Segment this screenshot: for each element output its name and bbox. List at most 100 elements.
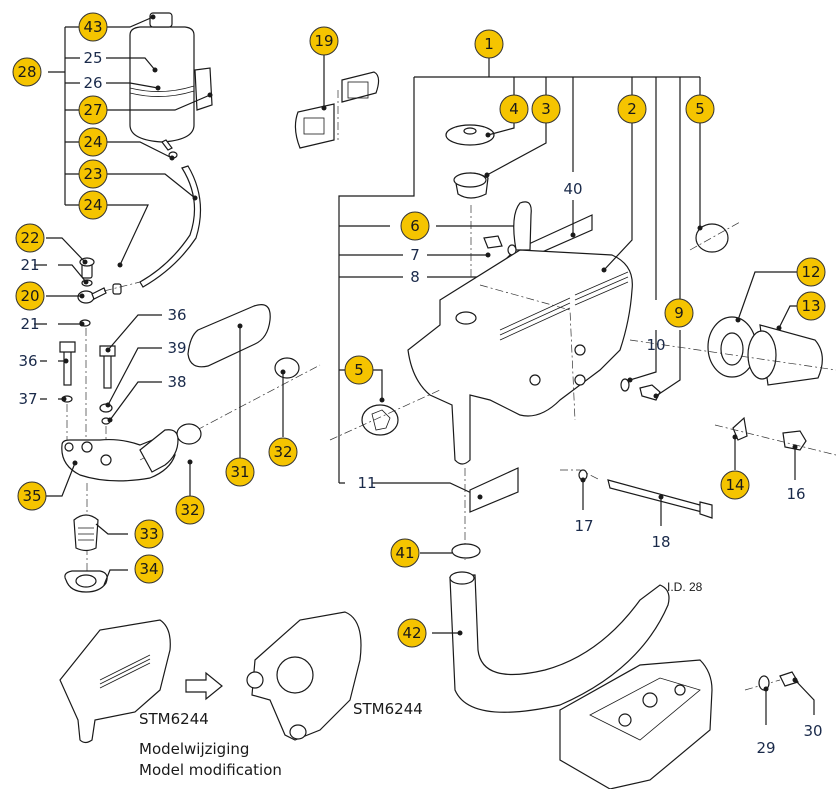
coolant-hose-42 bbox=[449, 574, 670, 713]
svg-text:4: 4 bbox=[509, 100, 519, 118]
label-7[interactable]: 7 bbox=[410, 246, 420, 264]
callout-13[interactable]: 13 bbox=[796, 291, 826, 321]
lifting-eye bbox=[513, 201, 532, 251]
label-21-lower[interactable]: 21 bbox=[20, 315, 39, 333]
callout-24-lower[interactable]: 24 bbox=[78, 190, 108, 220]
label-18[interactable]: 18 bbox=[651, 533, 670, 551]
label-16[interactable]: 16 bbox=[786, 485, 805, 503]
svg-text:41: 41 bbox=[395, 544, 414, 562]
label-37[interactable]: 37 bbox=[18, 390, 37, 408]
expansion-tank-group bbox=[48, 12, 213, 288]
label-17[interactable]: 17 bbox=[574, 517, 593, 535]
callout-12[interactable]: 12 bbox=[796, 257, 826, 287]
callout-5-right[interactable]: 5 bbox=[685, 94, 715, 124]
callout-3[interactable]: 3 bbox=[531, 94, 561, 124]
svg-text:32: 32 bbox=[273, 443, 292, 461]
svg-text:35: 35 bbox=[22, 487, 41, 505]
svg-text:23: 23 bbox=[83, 165, 102, 183]
callout-9[interactable]: 9 bbox=[664, 298, 694, 328]
label-30[interactable]: 30 bbox=[803, 722, 822, 740]
label-40[interactable]: 40 bbox=[563, 180, 582, 198]
label-11[interactable]: 11 bbox=[357, 474, 376, 492]
bolt-36-right bbox=[103, 351, 112, 389]
gasket-plate-11 bbox=[469, 467, 519, 513]
callout-4[interactable]: 4 bbox=[499, 94, 529, 124]
svg-text:9: 9 bbox=[674, 304, 684, 322]
bolt-36-left bbox=[63, 346, 72, 386]
label-39[interactable]: 39 bbox=[167, 339, 186, 357]
callout-41[interactable]: 41 bbox=[390, 538, 420, 568]
new-model-code: STM6244 bbox=[353, 700, 423, 718]
callout-42[interactable]: 42 bbox=[397, 618, 427, 648]
svg-text:24: 24 bbox=[83, 133, 102, 151]
thermostat bbox=[73, 514, 99, 552]
pipe-stub bbox=[139, 429, 179, 473]
thermostat-housing-group bbox=[59, 257, 176, 593]
svg-text:43: 43 bbox=[83, 18, 102, 36]
manifold-group bbox=[329, 58, 836, 789]
callout-35[interactable]: 35 bbox=[17, 481, 47, 511]
callout-22[interactable]: 22 bbox=[15, 223, 45, 253]
threaded-nipple-13 bbox=[759, 324, 823, 386]
callout-5-left[interactable]: 5 bbox=[344, 355, 374, 385]
callout-1[interactable]: 1 bbox=[474, 29, 504, 59]
svg-text:12: 12 bbox=[801, 263, 820, 281]
label-21-upper[interactable]: 21 bbox=[20, 256, 39, 274]
callouts: 1 2 3 4 5 5 6 9 12 13 14 19 20 22 23 24 … bbox=[12, 12, 826, 648]
hose-clamp-32-left bbox=[176, 423, 202, 445]
label-29[interactable]: 29 bbox=[756, 739, 775, 757]
svg-text:33: 33 bbox=[139, 525, 158, 543]
callout-31[interactable]: 31 bbox=[225, 457, 255, 487]
svg-text:5: 5 bbox=[695, 100, 705, 118]
callout-34[interactable]: 34 bbox=[134, 554, 164, 584]
arrow-right-icon bbox=[185, 671, 223, 701]
label-26[interactable]: 26 bbox=[83, 74, 102, 92]
label-10[interactable]: 10 bbox=[646, 336, 665, 354]
svg-text:5: 5 bbox=[354, 361, 364, 379]
callout-32-right[interactable]: 32 bbox=[268, 437, 298, 467]
filler-cap bbox=[445, 124, 495, 146]
label-8[interactable]: 8 bbox=[410, 268, 420, 286]
hose-inner-diameter-note: I.D. 28 bbox=[667, 580, 703, 594]
label-25[interactable]: 25 bbox=[83, 49, 102, 67]
callout-2[interactable]: 2 bbox=[617, 94, 647, 124]
long-bolt-18 bbox=[607, 479, 703, 513]
modification-label-nl: Modelwijziging bbox=[139, 740, 249, 758]
svg-text:31: 31 bbox=[230, 463, 249, 481]
callout-6[interactable]: 6 bbox=[400, 211, 430, 241]
exhaust-manifold bbox=[407, 249, 633, 465]
svg-text:42: 42 bbox=[402, 624, 421, 642]
hose-23 bbox=[139, 165, 202, 288]
callout-23[interactable]: 23 bbox=[78, 159, 108, 189]
svg-text:6: 6 bbox=[410, 217, 420, 235]
label-36-left[interactable]: 36 bbox=[18, 352, 37, 370]
svg-text:22: 22 bbox=[20, 229, 39, 247]
label-38[interactable]: 38 bbox=[167, 373, 186, 391]
svg-text:20: 20 bbox=[20, 287, 39, 305]
hose-clamp-32-right bbox=[274, 357, 300, 379]
callout-27[interactable]: 27 bbox=[78, 95, 108, 125]
tank-strap bbox=[129, 85, 195, 92]
callout-14[interactable]: 14 bbox=[720, 470, 750, 500]
svg-text:13: 13 bbox=[801, 297, 820, 315]
old-manifold-thumbnail bbox=[59, 619, 171, 744]
callout-28[interactable]: 28 bbox=[12, 57, 42, 87]
svg-text:27: 27 bbox=[83, 101, 102, 119]
screw-16 bbox=[782, 430, 807, 451]
manifold-ribs bbox=[499, 271, 629, 341]
washer-10 bbox=[620, 378, 630, 392]
svg-text:19: 19 bbox=[314, 32, 333, 50]
callout-33[interactable]: 33 bbox=[134, 519, 164, 549]
cylinder-head bbox=[559, 659, 713, 789]
callout-43[interactable]: 43 bbox=[78, 12, 108, 42]
callout-19[interactable]: 19 bbox=[309, 26, 339, 56]
bolt-30 bbox=[779, 671, 799, 687]
exhaust-gasket bbox=[294, 103, 335, 149]
left-leaders bbox=[34, 237, 286, 586]
tank-cap bbox=[149, 12, 173, 28]
callout-24-upper[interactable]: 24 bbox=[78, 127, 108, 157]
callout-20[interactable]: 20 bbox=[15, 281, 45, 311]
label-36-right[interactable]: 36 bbox=[167, 306, 186, 324]
callout-32-left[interactable]: 32 bbox=[175, 495, 205, 525]
